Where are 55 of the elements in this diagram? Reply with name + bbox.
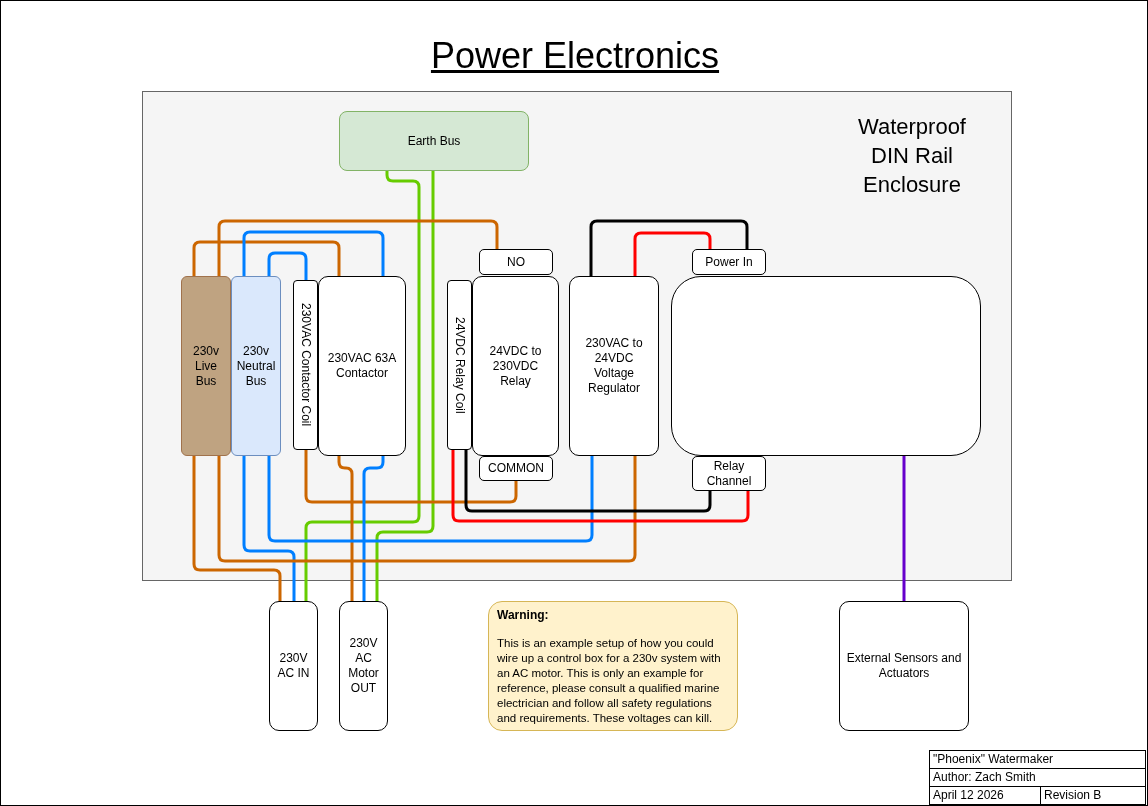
controller-box [671,276,981,456]
enclosure-label: Waterproof DIN Rail Enclosure [857,113,967,199]
component-label: 230V AC IN [276,651,311,681]
wire [217,456,637,563]
component-label: 230VAC to 24VDC Voltage Regulator [584,336,644,396]
wire [192,456,282,601]
terminal-box [479,456,553,481]
component-label: COMMON [487,461,545,476]
component-label: Relay Channel [705,458,753,489]
wire [451,450,750,523]
wire [267,251,308,280]
component-box [839,601,969,731]
wire [217,219,499,276]
wire [267,456,594,543]
coil-label: 230VAC Contactor Coil [298,303,313,427]
component-box [269,601,318,731]
bus-bar [181,276,231,456]
enclosure-panel [142,91,1012,581]
terminal-box [692,456,766,491]
title-block-cell: Author: Zach Smith [929,768,1146,787]
title-block-cell: "Phoenix" Watermaker [929,750,1146,769]
warning-text: This is an example setup of how you could wire up a control box for a 230v system with an AC motor. This is only an example for reference, please consult a qualified marine electrician and follow all safety regulations and requirements. These voltages can kill. [497,636,722,726]
wire [304,170,421,601]
component-label: NO [506,254,526,270]
title-block-cell: April 12 2026 [929,786,1041,805]
coil-box [447,280,472,450]
wire [589,219,749,276]
wire [633,231,712,276]
component-label: 24VDC to 230VDC Relay [488,343,543,389]
diagram-title: Power Electronics [429,35,721,77]
warning-heading: Warning: [497,608,549,622]
wire [242,456,296,601]
component-box [569,276,659,456]
component-label: 230VAC 63A Contactor [326,351,398,381]
wire [192,240,341,276]
component-label: 230v Neutral Bus [235,343,277,389]
component-box [318,276,406,456]
terminal-box [479,249,553,275]
component-label: 230V AC Motor OUT [347,636,380,696]
wire [902,456,906,601]
bus-bar [231,276,281,456]
terminal-box [692,249,766,275]
warning-note [488,601,738,731]
wire [242,230,385,276]
component-label: Earth Bus [406,133,462,149]
bus-bar [339,111,529,171]
component-label: External Sensors and Actuators [845,651,963,681]
component-box [339,601,388,731]
coil-box [293,280,318,450]
component-label: 230v Live Bus [192,343,220,389]
wire [375,171,435,601]
component-box [472,276,559,456]
title-block-cell: Revision B [1040,786,1146,805]
component-label: Power In [704,254,754,270]
coil-label: 24VDC Relay Coil [452,316,467,414]
